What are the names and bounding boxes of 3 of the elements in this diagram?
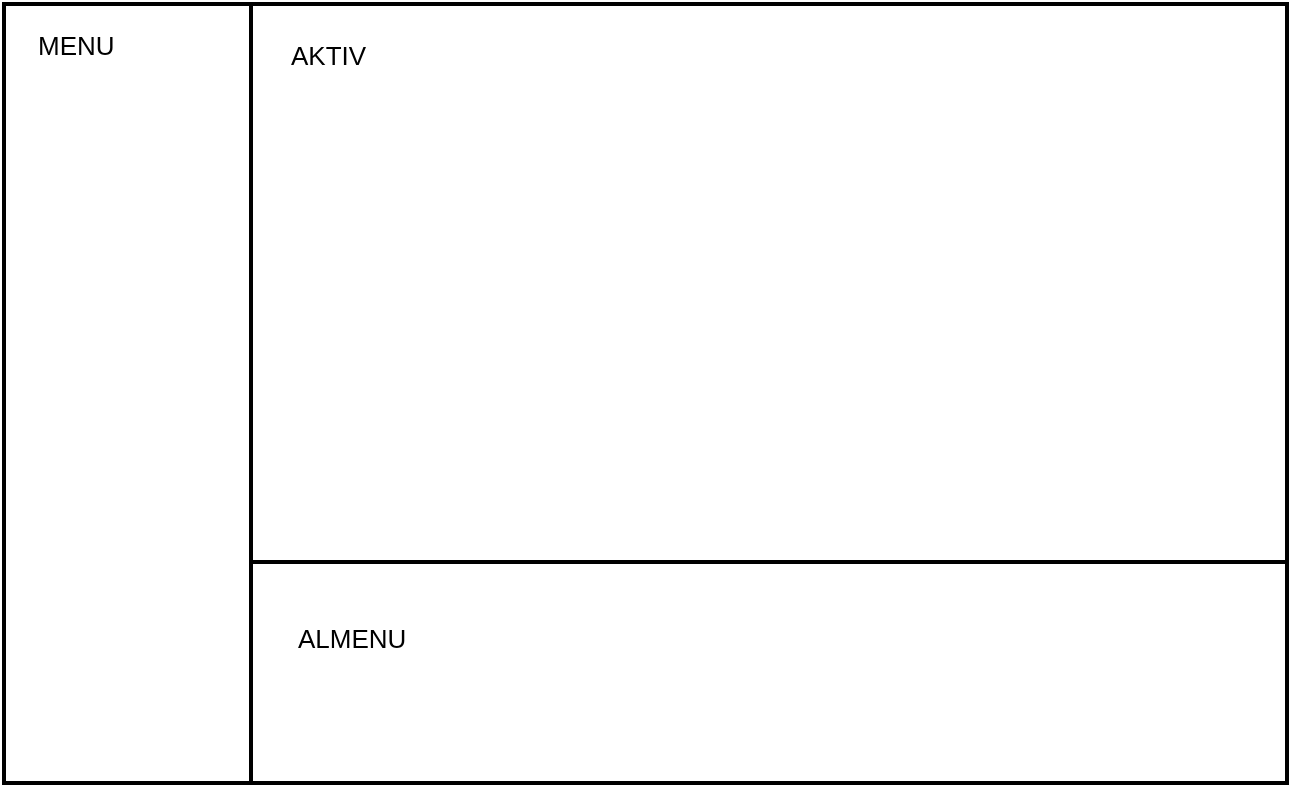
panel-title: AKTIV bbox=[291, 41, 367, 72]
panel-title: MENU bbox=[38, 31, 115, 62]
panel-title: ALMENU bbox=[298, 624, 407, 655]
